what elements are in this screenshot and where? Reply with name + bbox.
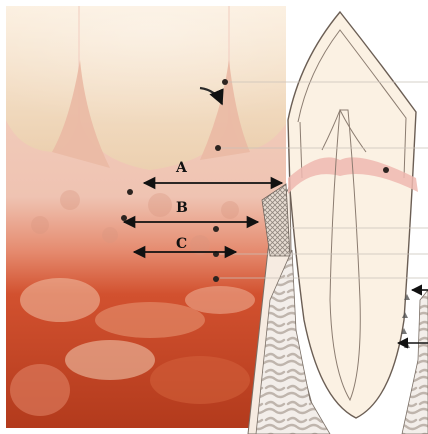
label-b: B — [176, 200, 188, 216]
dot-marker-1 — [222, 79, 228, 85]
dot-marker-4 — [121, 215, 127, 221]
dot-marker-5 — [213, 226, 219, 232]
dot-marker-8 — [383, 167, 389, 173]
dot-marker-3 — [127, 189, 133, 195]
dot-marker-7 — [213, 276, 219, 282]
dot-marker-2 — [215, 145, 221, 151]
label-a: A — [175, 160, 188, 176]
label-c: C — [176, 236, 187, 252]
